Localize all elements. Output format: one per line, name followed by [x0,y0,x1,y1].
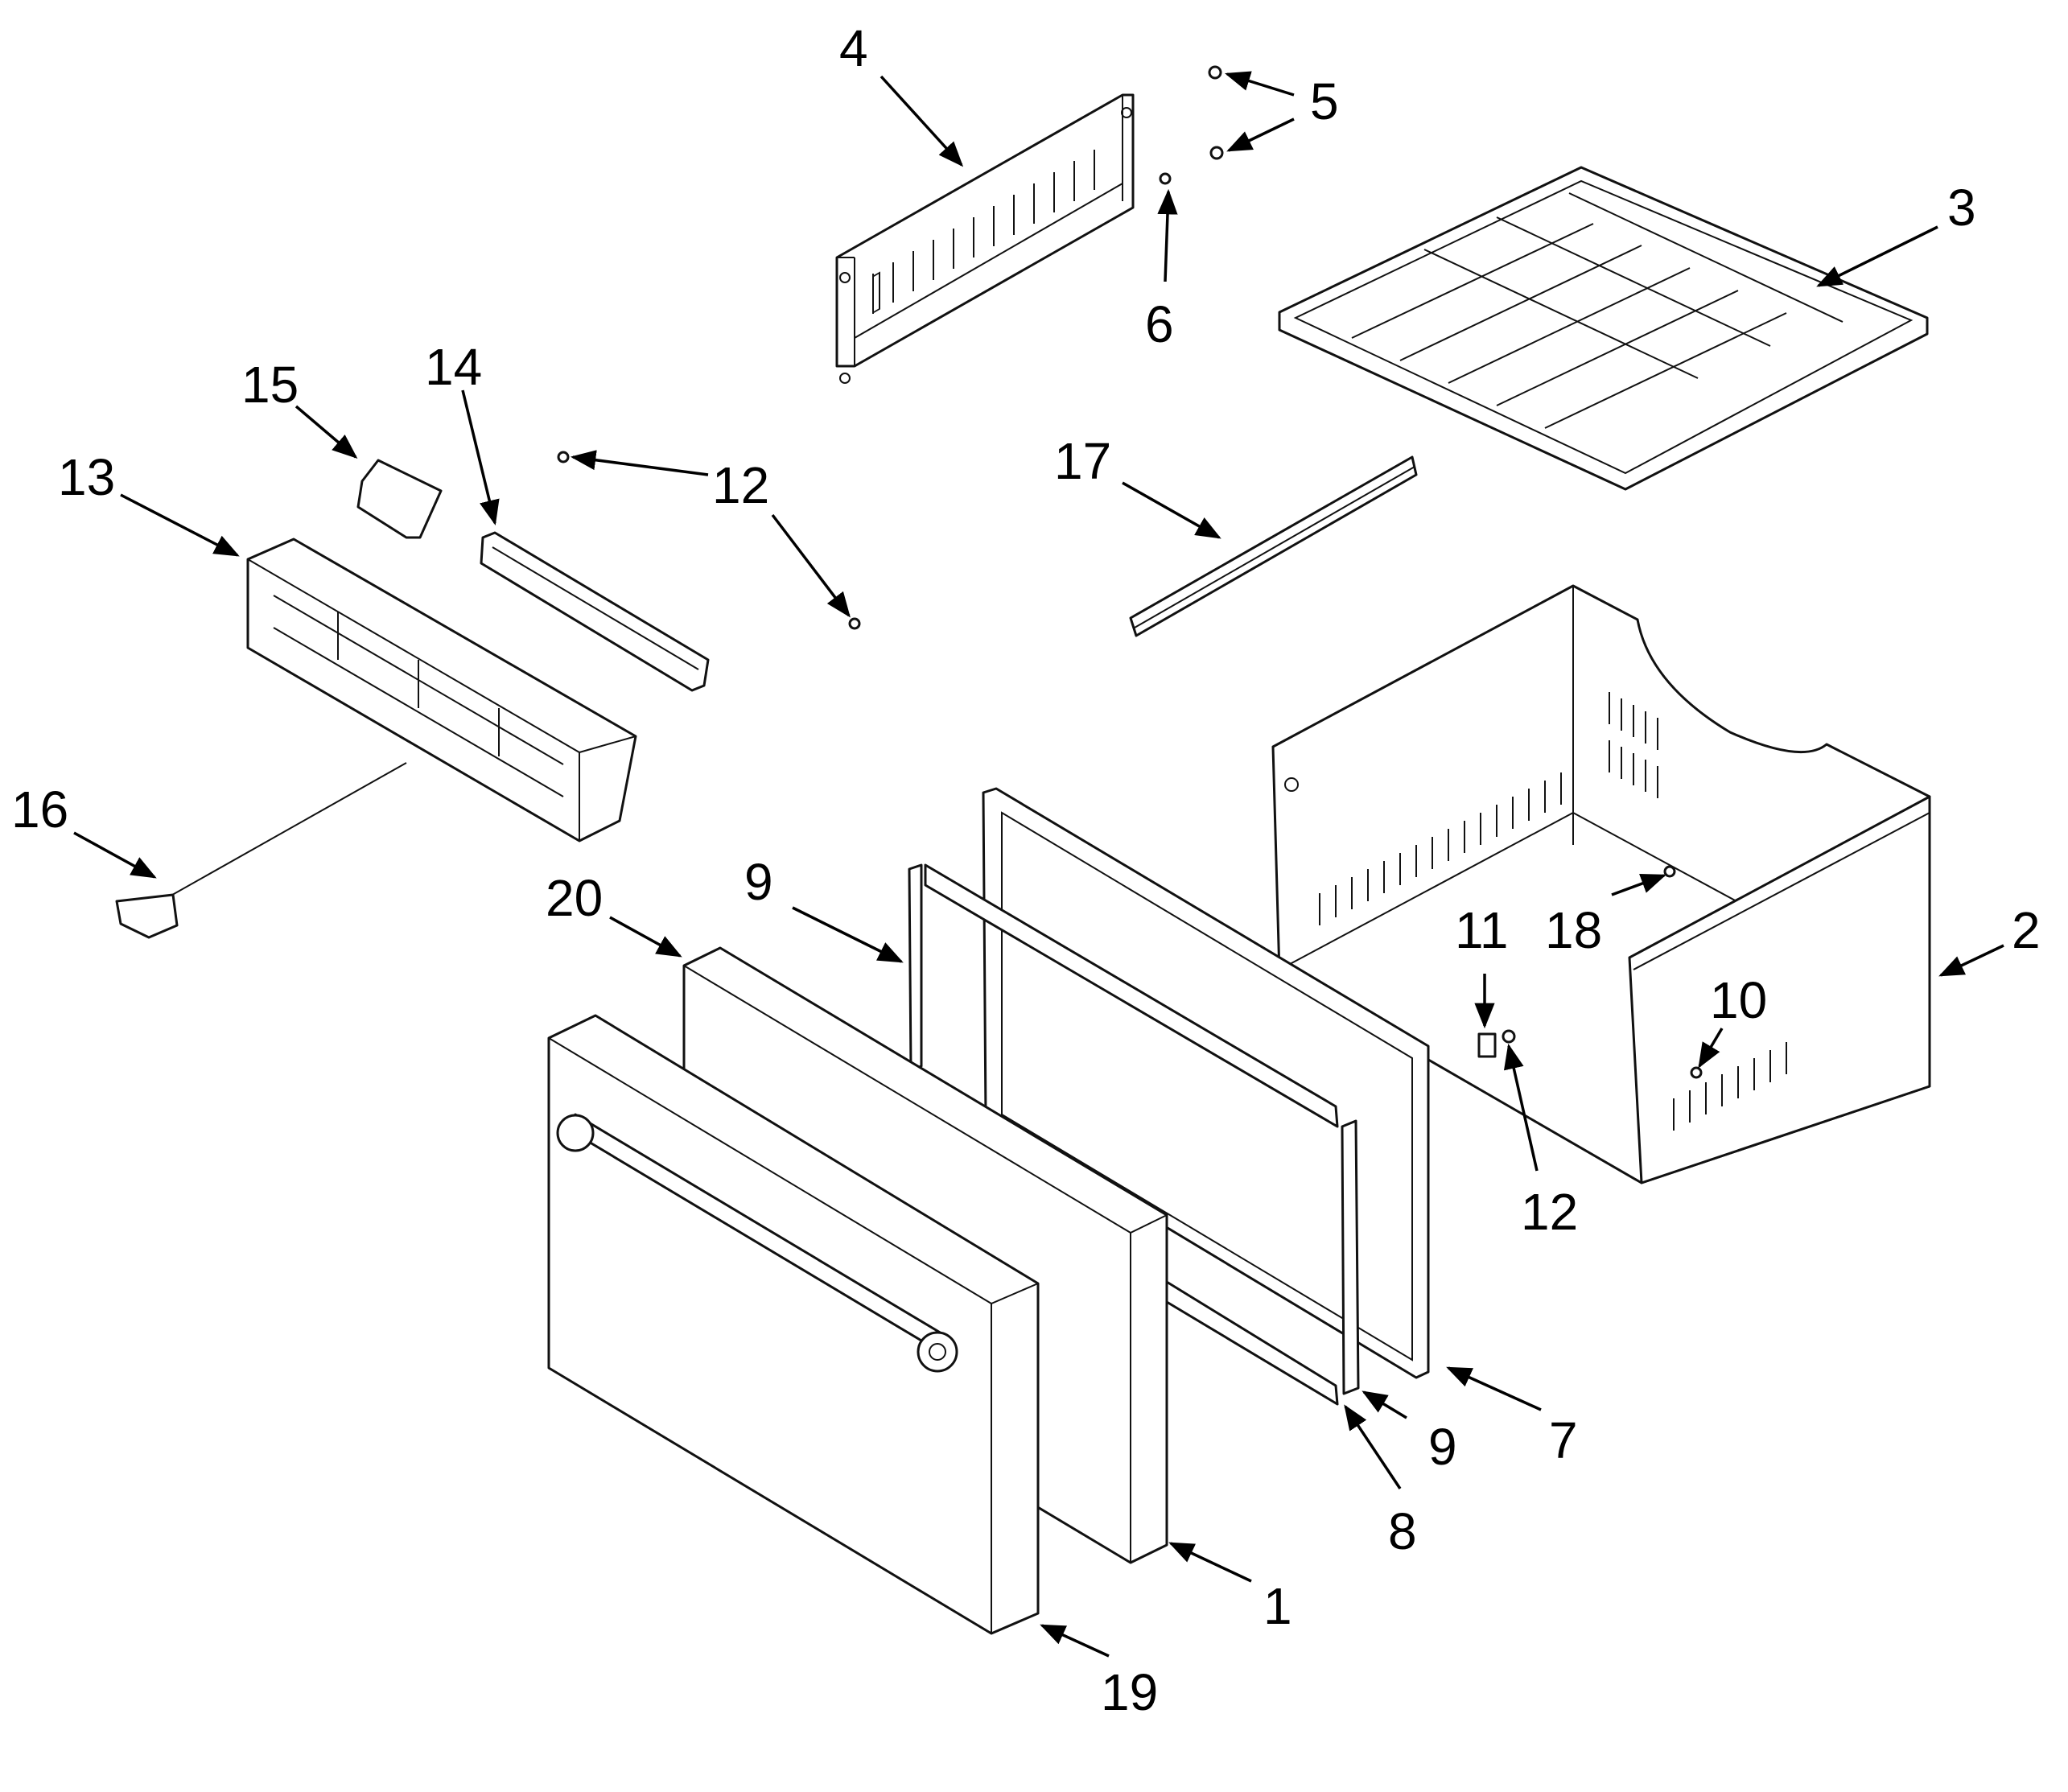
part-screw-12-upper-a [557,451,570,463]
callout-12b: 12 [1521,1183,1578,1241]
leader-6 [1157,188,1178,282]
leader-16 [73,831,157,879]
callout-3: 3 [1947,179,1976,237]
part-wire-harness [115,762,407,939]
part-outer-door [547,1014,1040,1635]
callout-9b: 9 [1428,1418,1457,1476]
part-screw-12-lower [1502,1029,1516,1044]
callout-15: 15 [241,356,299,414]
callout-14: 14 [425,338,482,396]
callout-12a: 12 [712,456,769,514]
leader-12c [1503,1043,1539,1172]
leader-12b [771,513,851,618]
leader-9b [1362,1390,1407,1419]
part-gasket-upper [908,863,1339,1128]
callout-6: 6 [1145,295,1174,353]
callout-7: 7 [1549,1411,1578,1469]
callout-4: 4 [839,19,868,77]
callout-16: 16 [11,781,68,838]
part-gasket-lower [1161,1119,1360,1406]
part-control-housing [246,538,637,842]
part-display-frame [480,531,710,692]
leader-5b [1226,117,1295,152]
callout-5: 5 [1310,72,1339,130]
part-nut-lower [1209,146,1224,160]
leader-12a [570,450,709,476]
part-clip-11 [1477,1032,1497,1058]
callout-10: 10 [1710,971,1767,1029]
part-shelf-tray [1278,166,1929,491]
callout-1: 1 [1263,1577,1292,1635]
part-rear-bracket [835,93,1135,384]
leader-13 [120,493,240,557]
part-screw-12-upper-b [848,617,861,630]
leader-15 [295,405,358,459]
leader-3 [1816,225,1938,287]
leader-14 [461,389,500,526]
callout-labels: 4 5 3 6 15 14 12 13 17 16 9 20 11 18 2 1… [11,19,2041,1721]
callout-18: 18 [1545,901,1602,959]
leader-18 [1611,873,1666,896]
leader-8 [1344,1404,1402,1489]
callout-13: 13 [58,448,115,506]
callout-11: 11 [1455,901,1508,959]
callout-17: 17 [1054,432,1111,490]
callout-20: 20 [546,869,603,927]
part-nut-upper [1208,65,1222,80]
callout-19: 19 [1101,1663,1158,1721]
leader-7 [1446,1366,1542,1411]
part-divider-rail [1129,455,1418,637]
part-small-cover [356,459,443,539]
leader-5a [1224,71,1295,97]
callout-9a: 9 [744,853,773,911]
leader-19 [1040,1624,1110,1658]
callout-2: 2 [2012,901,2041,959]
leader-1 [1168,1542,1252,1583]
callout-8: 8 [1388,1502,1417,1560]
part-screw-6 [1159,172,1172,185]
leader-10 [1698,1028,1724,1069]
part-drawer-bin [1271,584,1931,1184]
part-screw-18 [1663,865,1676,878]
leader-20 [609,916,682,958]
leader-9a [792,906,904,963]
leader-4 [880,75,964,167]
leader-lines [73,71,2004,1658]
part-screw-10 [1690,1066,1703,1079]
leader-2 [1938,944,2004,977]
leader-17 [1122,481,1221,539]
